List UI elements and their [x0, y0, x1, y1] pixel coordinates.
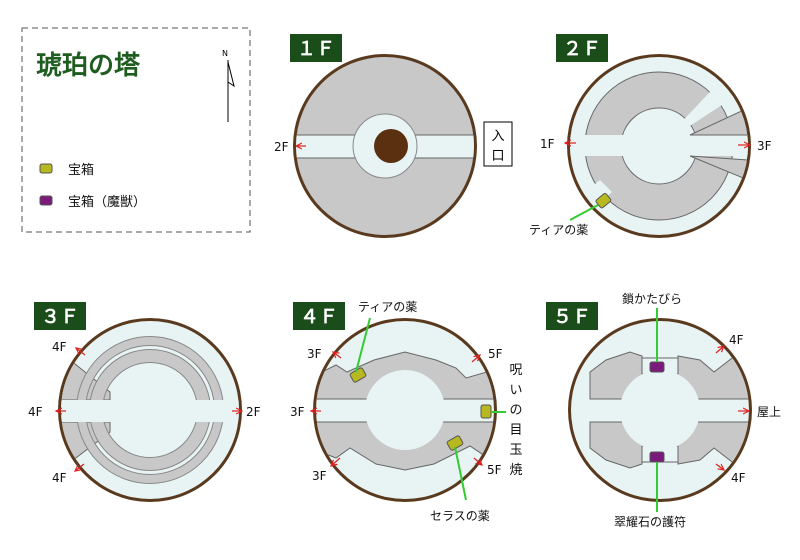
center-pillar — [374, 129, 408, 163]
exit-label-4f-top-right: 5F — [488, 347, 503, 361]
svg-text:１Ｆ: １Ｆ — [297, 38, 335, 60]
item-label-2f: ティアの薬 — [529, 223, 588, 237]
item-label-4f-right-4: 目 — [509, 423, 522, 438]
floor-5f-map: 鎖かたびら 翠耀石の護符 4F 屋上 4F — [568, 291, 781, 529]
entrance-label: 入 — [491, 129, 504, 144]
exit-label-4f-top-left: 3F — [307, 347, 322, 361]
floor-badge-2f: ２Ｆ — [556, 34, 608, 62]
entrance-label-2: 口 — [491, 149, 504, 164]
svg-text:３Ｆ: ３Ｆ — [41, 306, 79, 328]
monster-chest-icon — [649, 451, 665, 463]
floor-4f-map: ティアの薬 呪 い の 目 玉 焼 セラスの薬 3F 5F 3F 3F 5F — [290, 300, 523, 523]
floor-badge-3f: ３Ｆ — [34, 302, 86, 330]
exit-label-3f-bottom-left: 4F — [52, 471, 67, 485]
legend-box: 琥珀の塔 N 宝箱 宝箱（魔獣） — [21, 27, 251, 233]
map-title: 琥珀の塔 — [36, 51, 141, 81]
exit-label-3f-left: 4F — [28, 405, 43, 419]
floor-3f-map: 4F 4F 2F 4F — [28, 318, 261, 502]
chest-icon — [595, 192, 612, 209]
floor-1f-map: 入 口 2F — [274, 54, 513, 238]
monster-chest-icon — [649, 361, 665, 373]
item-label-4f-right-2: い — [509, 383, 522, 398]
chest-legend-icon — [39, 163, 53, 174]
chest-icon — [480, 404, 492, 419]
item-label-4f-right-6: 焼 — [509, 463, 522, 478]
item-label-4f-right-5: 玉 — [509, 443, 522, 458]
entrance-sign — [483, 121, 513, 167]
exit-label-3f-right: 2F — [246, 405, 261, 419]
exit-label-4f-bottom-left: 3F — [312, 469, 327, 483]
chest-icon — [446, 435, 464, 451]
exit-label-5f-bottom-right: 4F — [731, 471, 746, 485]
exit-label-5f-top-right: 4F — [729, 333, 744, 347]
compass-label: N — [222, 49, 228, 58]
item-label-5f-top: 鎖かたびら — [622, 291, 682, 306]
item-label-4f-right: 呪 — [509, 363, 522, 378]
item-label-4f-top: ティアの薬 — [358, 300, 417, 314]
item-label-4f-bottom: セラスの薬 — [430, 509, 490, 523]
item-label-4f-right-3: の — [509, 403, 522, 418]
exit-label-2f-right: 3F — [757, 139, 772, 153]
exit-label-4f-bottom-right: 5F — [487, 463, 502, 477]
legend-monster-chest-label: 宝箱（魔獣） — [68, 194, 146, 210]
floor-badge-1f: １Ｆ — [290, 34, 342, 62]
exit-label-3f-top-left: 4F — [52, 340, 67, 354]
exit-label-2f-left: 1F — [540, 137, 555, 151]
compass-icon: N — [222, 49, 235, 122]
exit-label-1f-left: 2F — [274, 140, 289, 154]
exit-label-5f-right: 屋上 — [757, 405, 781, 419]
floor-badge-4f: ４Ｆ — [293, 302, 345, 330]
floor-2f-map: ティアの薬 1F 3F — [529, 54, 772, 238]
svg-text:４Ｆ: ４Ｆ — [300, 306, 338, 328]
floor-badge-5f: ５Ｆ — [546, 302, 598, 330]
svg-text:２Ｆ: ２Ｆ — [563, 38, 601, 60]
monster-chest-legend-icon — [39, 195, 53, 206]
svg-text:５Ｆ: ５Ｆ — [553, 306, 591, 328]
exit-label-4f-left: 3F — [290, 405, 305, 419]
item-label-5f-bottom: 翠耀石の護符 — [614, 514, 686, 529]
legend-chest-label: 宝箱 — [68, 162, 94, 178]
